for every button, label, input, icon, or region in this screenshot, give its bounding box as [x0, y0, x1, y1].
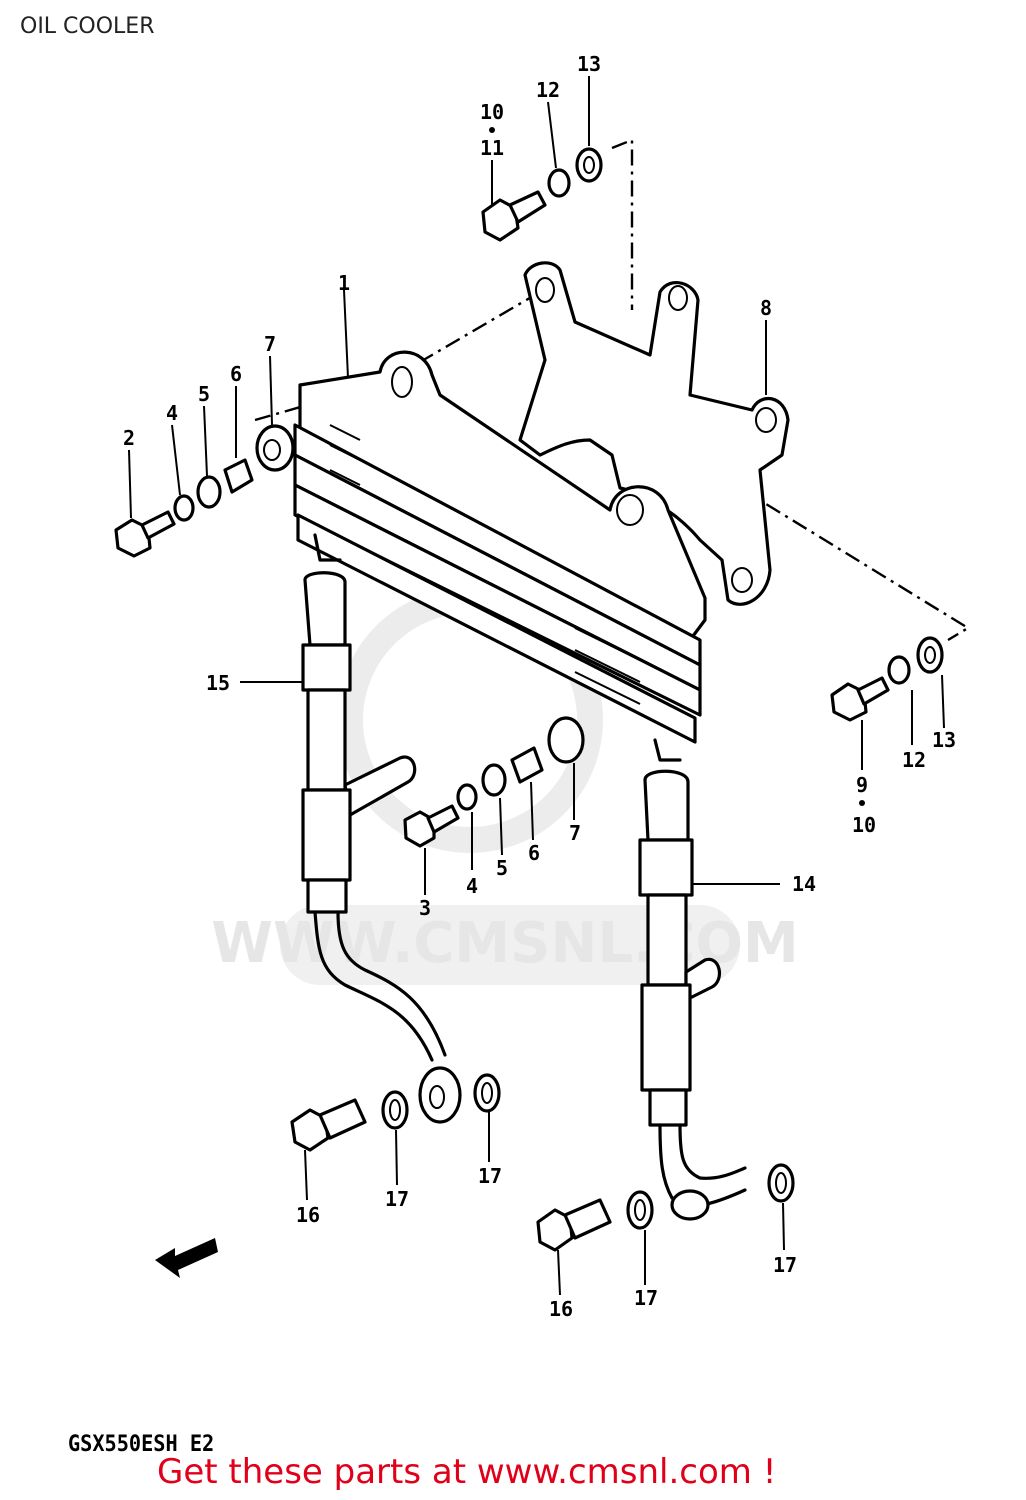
callout-7: 7 [264, 332, 276, 356]
banjo-bolt-right-set [536, 1163, 795, 1252]
callout-16: 16 [549, 1297, 573, 1321]
callout-12: 12 [536, 78, 560, 102]
callout-12: 12 [902, 748, 926, 772]
left-fastener-set [114, 424, 295, 558]
callout-4: 4 [166, 401, 178, 425]
callout-15: 15 [206, 671, 230, 695]
callout-8: 8 [760, 296, 772, 320]
watermark: WWW.CMSNL.COM [211, 587, 799, 985]
mounting-bracket [518, 261, 790, 606]
top-fastener-set [481, 147, 603, 242]
callout-labels: 1 2 3 4 4 5 5 6 6 7 7 8 9 10 10 11 12 12… [123, 52, 956, 1321]
callout-5: 5 [496, 856, 508, 880]
promo-link[interactable]: Get these parts at www.cmsnl.com ! [157, 1452, 777, 1492]
callout-11: 11 [480, 136, 504, 160]
callout-10: 10 [480, 100, 504, 124]
right-fastener-set [830, 636, 944, 722]
callout-13: 13 [932, 728, 956, 752]
callout-17: 17 [478, 1164, 502, 1188]
oil-hose-right [638, 769, 747, 1221]
callout-4: 4 [466, 874, 478, 898]
page-title: OIL COOLER [20, 14, 155, 39]
callout-17: 17 [773, 1253, 797, 1277]
callout-6: 6 [528, 841, 540, 865]
oil-cooler-core [293, 350, 707, 762]
callout-1: 1 [338, 271, 350, 295]
callout-17: 17 [385, 1187, 409, 1211]
callout-5: 5 [198, 382, 210, 406]
callout-7: 7 [569, 821, 581, 845]
model-code: GSX550ESH E2 [68, 1432, 215, 1457]
callout-9: 9 [856, 773, 868, 797]
center-fastener-set [403, 716, 585, 848]
callout-13: 13 [577, 52, 601, 76]
callout-3: 3 [419, 896, 431, 920]
leader-lines [128, 76, 945, 1296]
banjo-bolt-left-set [290, 1073, 501, 1152]
front-arrow-icon [155, 1238, 218, 1278]
oil-hose-left [301, 571, 462, 1124]
callout-14: 14 [792, 872, 816, 896]
callout-6: 6 [230, 362, 242, 386]
callout-17: 17 [634, 1286, 658, 1310]
callout-10: 10 [852, 813, 876, 837]
callout-2: 2 [123, 426, 135, 450]
callout-16: 16 [296, 1203, 320, 1227]
